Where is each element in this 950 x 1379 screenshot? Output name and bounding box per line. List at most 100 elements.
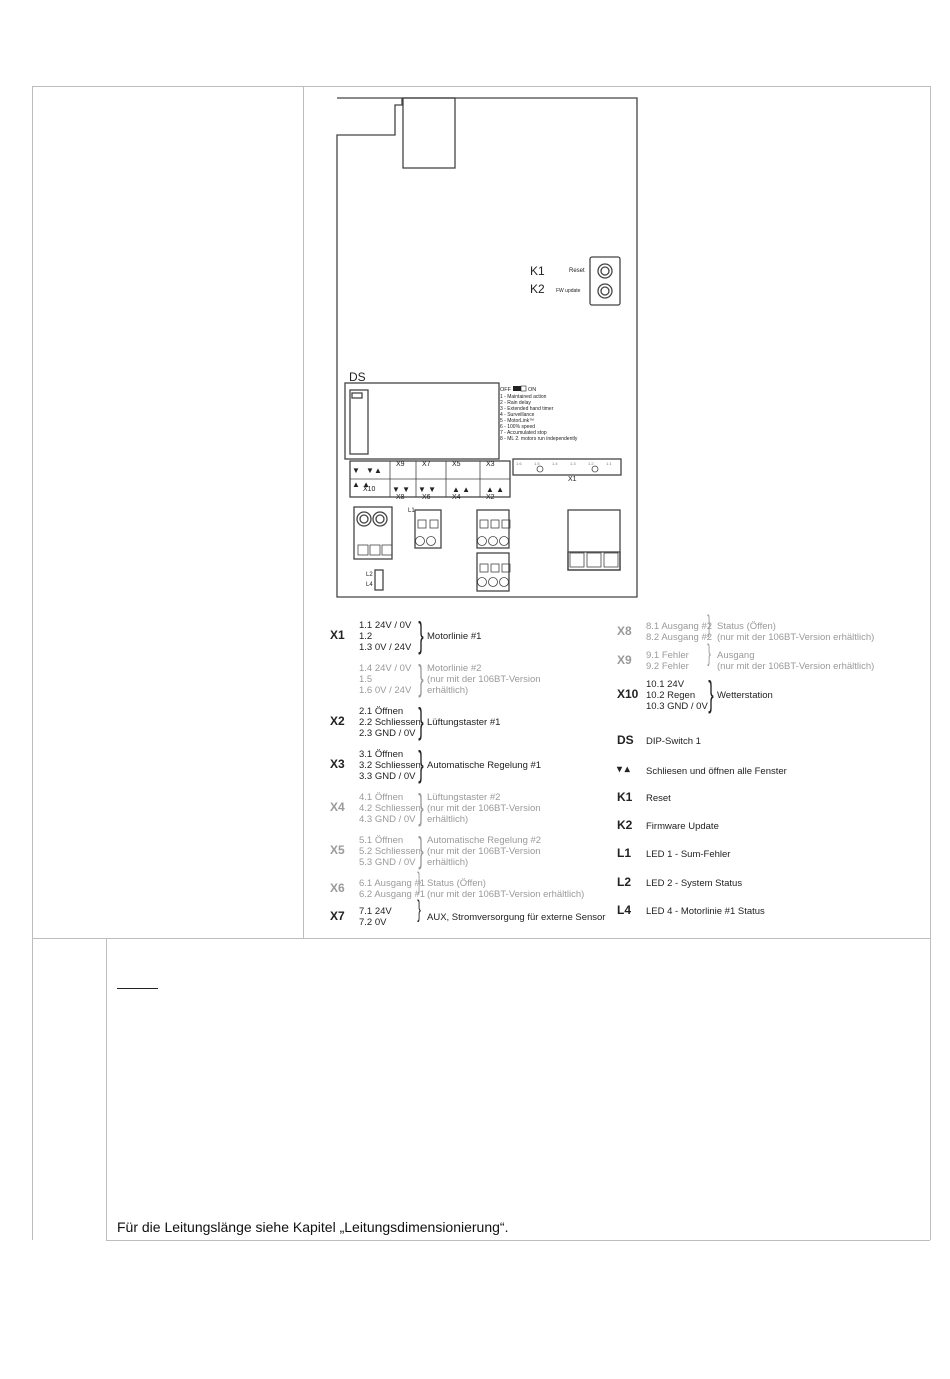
pin-line: 3.2 Schliessen <box>359 760 421 771</box>
pin-line: LED 1 - Sum-Fehler <box>646 849 731 860</box>
x8-label: X8 <box>396 494 405 501</box>
pin-line: 2.2 Schliessen <box>359 717 421 728</box>
k1-label: K1 <box>530 264 545 278</box>
pin-line: 7.1 24V <box>359 906 392 917</box>
group-brace: } <box>707 611 711 638</box>
pin-line: 5.1 Öffnen <box>359 835 404 846</box>
switch-off-label: OFF <box>500 387 512 393</box>
svg-text:▲ ▲: ▲ ▲ <box>486 485 504 494</box>
table-border-top <box>32 86 930 87</box>
x1-pin-1.1: 1.1 <box>606 461 612 466</box>
group-brace: } <box>418 657 424 698</box>
switch-item-5: 5 - MotorLink™ <box>500 418 534 424</box>
pin-line: Firmware Update <box>646 821 719 832</box>
description-line: Ausgang <box>717 650 755 661</box>
row-divider <box>32 938 930 939</box>
right-legend-row: Schliesen und öffnen alle Fenster▾ ▴ <box>617 764 917 777</box>
description-line: erhältlich) <box>427 814 469 825</box>
pin-line: 4.3 GND / 0V <box>359 814 416 825</box>
svg-text:▼: ▼ <box>366 466 374 475</box>
group-brace: } <box>418 614 424 655</box>
pin-line: 1.3 0V / 24V <box>359 642 412 653</box>
group-brace: } <box>418 700 424 741</box>
switch-item-3: 3 - Extended hand timer <box>500 406 554 412</box>
group-brace: } <box>707 640 711 667</box>
description-line: Automatische Regelung #1 <box>427 760 542 771</box>
description-line: Motorlinie #2 <box>427 663 482 674</box>
connector-code: DS <box>617 733 634 747</box>
group-brace: } <box>417 896 421 923</box>
connector-code: K2 <box>617 818 633 832</box>
pin-line: 8.2 Ausgang #2 <box>646 632 713 643</box>
pin-line: 1.5 <box>359 674 373 685</box>
x1-pin-1.2: 1.2 <box>588 461 594 466</box>
pin-line: 9.2 Fehler <box>646 661 689 672</box>
connector-code: X4 <box>330 800 345 814</box>
x5-label: X5 <box>452 461 461 468</box>
connector-code: X6 <box>330 881 345 895</box>
connector-code: L4 <box>617 903 632 917</box>
description-line: erhältlich) <box>427 685 469 696</box>
description-line: Motorlinie #1 <box>427 631 482 642</box>
pin-line: 7.2 0V <box>359 917 387 928</box>
cable-length-note: Für die Leitungslänge siehe Kapitel „Lei… <box>117 1219 509 1235</box>
group-brace: } <box>708 673 714 714</box>
pin-line: 4.1 Öffnen <box>359 792 404 803</box>
pin-line: 3.3 GND / 0V <box>359 771 416 782</box>
pin-line: 4.2 Schliessen <box>359 803 421 814</box>
description-line: (nur mit der 106BT-Version erhältlich) <box>427 889 585 900</box>
l2-label: L2 <box>366 572 373 578</box>
fw-update-label: FW update <box>556 288 581 294</box>
x1-pin-1.6: 1.6 <box>516 461 522 466</box>
inner-column-divider <box>106 938 107 1240</box>
switch-item-2: 2 - Rain delay <box>500 400 531 406</box>
description-line: (nur mit der 106BT-Version <box>427 846 541 857</box>
connector-code: X2 <box>330 714 345 728</box>
group-brace: } <box>418 829 424 870</box>
connector-code: X8 <box>617 624 632 638</box>
switch-item-4: 4 - Surveillance <box>500 412 535 418</box>
pin-line: 8.1 Ausgang #2 <box>646 621 713 632</box>
svg-text:▲ ▲: ▲ ▲ <box>352 480 370 489</box>
controller-board-diagram: K1 K2 Reset FW update DS OFF ON 1 - Main… <box>336 97 638 598</box>
x1-pin-1.5: 1.5 <box>534 461 540 466</box>
connector-code: X3 <box>330 757 345 771</box>
l1-label: L1 <box>408 508 415 514</box>
connector-code: L2 <box>617 875 632 889</box>
pin-line: 3.1 Öffnen <box>359 749 404 760</box>
pin-line: 5.3 GND / 0V <box>359 857 416 868</box>
ds-label: DS <box>349 370 366 384</box>
svg-text:▲ ▲: ▲ ▲ <box>452 485 470 494</box>
description-line: (nur mit der 106BT-Version <box>427 674 541 685</box>
pin-line: 1.6 0V / 24V <box>359 685 412 696</box>
x7-label: X7 <box>422 461 431 468</box>
x9-label: X9 <box>396 461 405 468</box>
group-brace: } <box>418 743 424 784</box>
switch-item-1: 1 - Maintained action <box>500 394 547 400</box>
x2-label: X2 <box>486 494 495 501</box>
description-line: Status (Öffen) <box>717 621 776 632</box>
svg-text:▼ ▼: ▼ ▼ <box>418 485 436 494</box>
table-border-right <box>930 86 931 1240</box>
x4-label: X4 <box>452 494 461 501</box>
pin-line: 2.3 GND / 0V <box>359 728 416 739</box>
connector-code: X5 <box>330 843 345 857</box>
svg-text:▲: ▲ <box>374 466 382 475</box>
description-line: AUX, Stromversorgung für externe Sensor <box>427 912 606 923</box>
connector-code: X10 <box>617 687 639 701</box>
switch-item-8: 8 - ML 2. motors run independently <box>500 436 578 442</box>
underline-mark <box>117 988 158 989</box>
table-border-bottom <box>106 1240 930 1241</box>
description-line: Lüftungstaster #2 <box>427 792 501 803</box>
up-down-arrows-icon: ▾ ▴ <box>617 764 630 775</box>
pin-line: 6.1 Ausgang #1 <box>359 878 426 889</box>
